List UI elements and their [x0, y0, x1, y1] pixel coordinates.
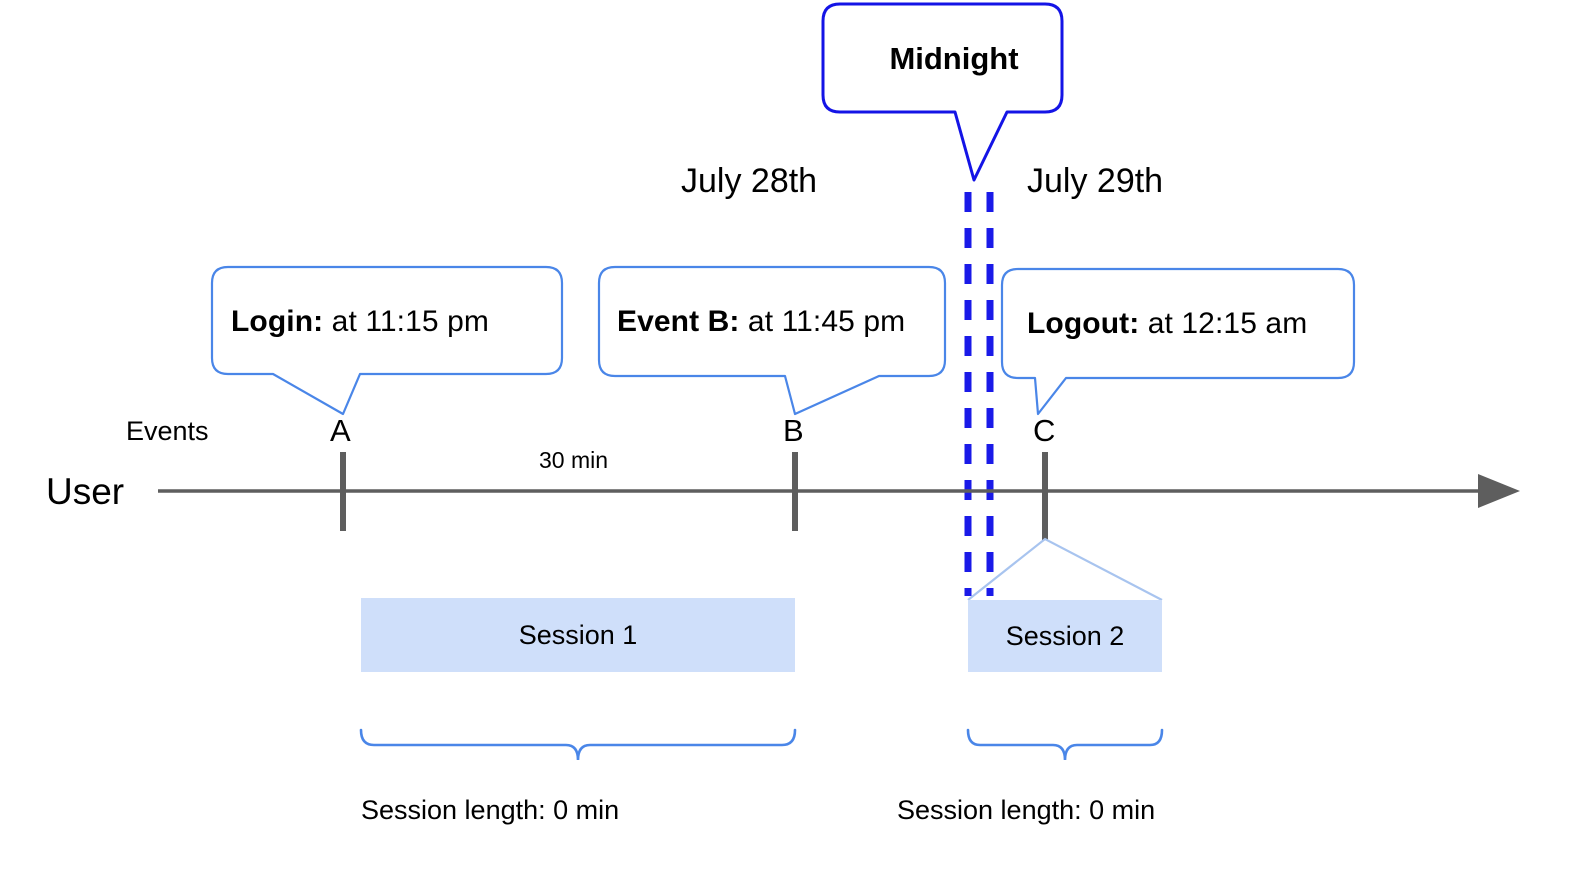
event-letter-c: C	[1033, 413, 1056, 448]
eventb-callout-text: Event B: at 11:45 pm	[617, 307, 905, 337]
session-2-box: Session 2	[968, 600, 1162, 672]
login-callout-shape	[210, 265, 564, 416]
duration-label: 30 min	[539, 447, 609, 473]
login-callout-text: Login: at 11:15 pm	[231, 307, 489, 337]
midnight-label: Midnight	[889, 41, 1019, 76]
logout-callout-rest: at 12:15 am	[1139, 307, 1308, 340]
session2-connector	[967, 537, 1163, 601]
day-label-right: July 29th	[1027, 162, 1164, 200]
logout-callout-bold: Logout:	[1027, 307, 1140, 340]
session-1-length-label: Session length: 0 min	[361, 795, 620, 825]
login-callout-rest: at 11:15 pm	[323, 305, 489, 338]
session-2-length-label: Session length: 0 min	[897, 795, 1156, 825]
midnight-callout-shape	[821, 2, 1064, 182]
logout-callout-shape	[1000, 267, 1356, 416]
session-2-label: Session 2	[1005, 620, 1125, 651]
timeline-axis	[158, 474, 1520, 508]
logout-callout-text: Logout: at 12:15 am	[1027, 309, 1307, 339]
eventb-callout-rest: at 11:45 pm	[739, 305, 906, 338]
eventb-callout-shape	[597, 265, 947, 416]
login-callout-bold: Login:	[231, 305, 324, 338]
event-letter-a: A	[330, 413, 351, 448]
day-label-left: July 28th	[681, 162, 818, 200]
events-row-label: Events	[126, 416, 209, 446]
eventb-callout-bold: Event B:	[617, 305, 740, 338]
session2-brace	[966, 728, 1164, 761]
session-1-box: Session 1	[361, 598, 795, 672]
event-letter-b: B	[783, 413, 804, 448]
user-row-label: User	[46, 471, 125, 512]
session-1-label: Session 1	[518, 619, 638, 650]
session1-brace	[359, 728, 797, 761]
midnight-dashed-line	[964, 192, 994, 596]
